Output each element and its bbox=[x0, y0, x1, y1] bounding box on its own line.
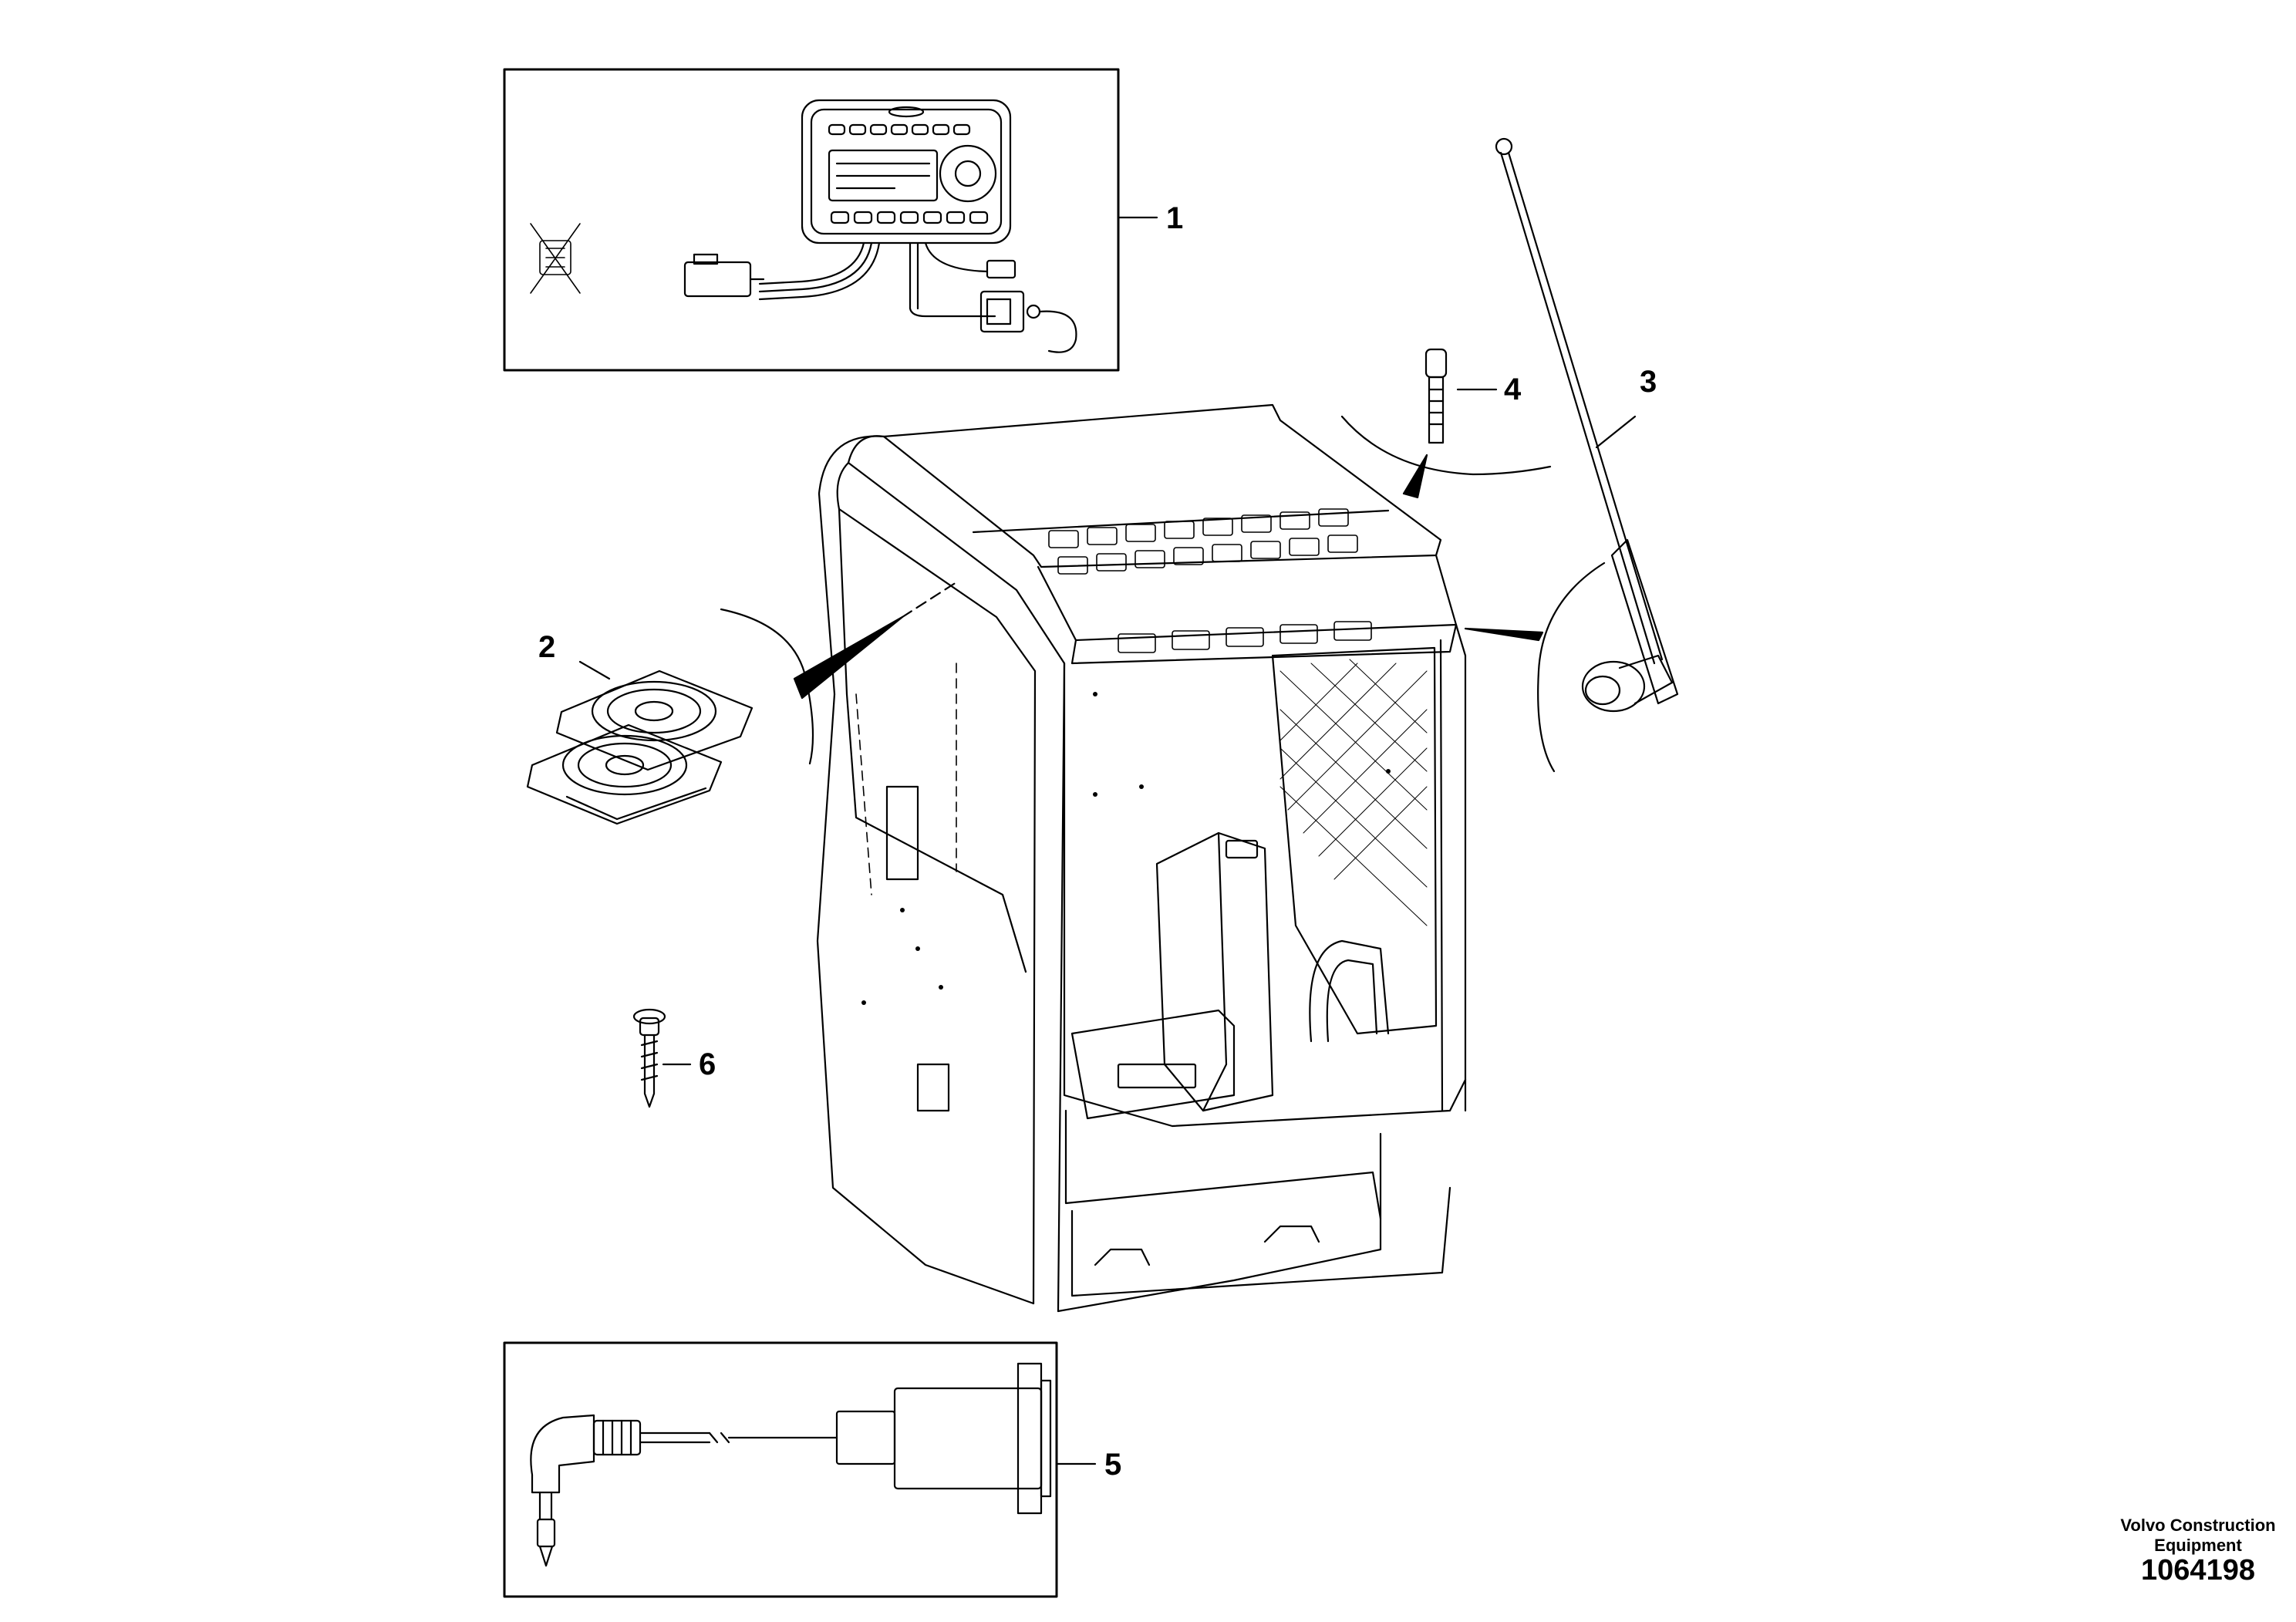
callout-2: 2 bbox=[538, 630, 555, 664]
detail-box-aux-cable bbox=[503, 1341, 1097, 1598]
brand-credit: Volvo Construction Equipment bbox=[2044, 1516, 2296, 1556]
callout-1: 1 bbox=[1166, 201, 1183, 235]
callout-3: 3 bbox=[1640, 365, 1657, 399]
callout-5: 5 bbox=[1104, 1448, 1121, 1482]
callout-6: 6 bbox=[699, 1047, 716, 1081]
speakers-drawing bbox=[526, 660, 754, 825]
screw-drawing bbox=[632, 1008, 692, 1108]
brand-line-1: Volvo Construction bbox=[2120, 1516, 2276, 1535]
crossed-connector-drawing bbox=[530, 223, 581, 294]
aux-jack-drawing bbox=[530, 1414, 711, 1567]
antenna-drawing bbox=[1495, 137, 1679, 713]
cab-drawing bbox=[720, 403, 1606, 1313]
leader-line-3 bbox=[1595, 415, 1637, 449]
detail-box-radio bbox=[503, 68, 1158, 372]
panel-socket-drawing bbox=[727, 1362, 1052, 1515]
radio-unit-drawing bbox=[801, 99, 1012, 244]
wiring-harness-drawing bbox=[683, 241, 1077, 353]
leader-line-2 bbox=[578, 660, 611, 680]
callout-4: 4 bbox=[1504, 373, 1522, 406]
document-number: 1064198 bbox=[2141, 1554, 2255, 1587]
bolt-drawing bbox=[1424, 348, 1498, 444]
brand-line-2: Equipment bbox=[2154, 1536, 2242, 1555]
